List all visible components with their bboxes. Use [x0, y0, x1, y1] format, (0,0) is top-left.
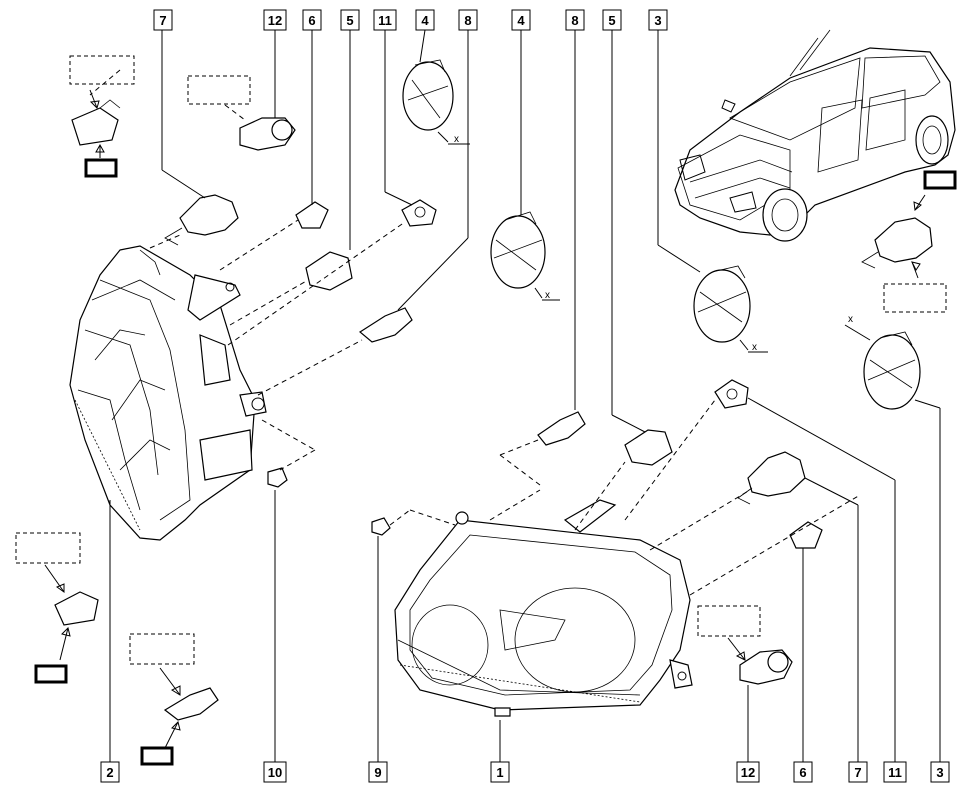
bulb-holder-12-bottom: [739, 649, 793, 685]
callout-box: 8: [565, 9, 585, 31]
right-headlight-assembly: [394, 499, 693, 717]
callout-box: 1: [490, 761, 510, 783]
callout-label: 3: [654, 13, 661, 28]
callout-box: 12: [736, 761, 760, 783]
left-headlight-assembly: [69, 245, 267, 541]
callout-box: 10: [263, 761, 287, 783]
callout-label: 6: [799, 765, 806, 780]
x-mark-3: x: [752, 342, 757, 353]
callout-label: 6: [308, 13, 315, 28]
callout-box: 6: [302, 9, 322, 31]
bulb-5-left: [305, 251, 353, 291]
callout-box: 4: [415, 9, 435, 31]
bulb-8-right: [537, 411, 586, 446]
bulb-8-left: [358, 307, 413, 343]
callout-label: 1: [496, 765, 503, 780]
screw-10: [267, 467, 288, 488]
thick-label-boxes: [34, 158, 957, 766]
callout-label: 2: [106, 765, 113, 780]
callout-label: 8: [464, 13, 471, 28]
callout-box: 9: [368, 761, 388, 783]
cap-cover-4-middle: [490, 211, 546, 289]
callout-label: 3: [936, 765, 943, 780]
bulb-5-right: [624, 429, 673, 466]
callouts-bottom: 2 10 9 1 12 6 7 11 3: [100, 761, 950, 783]
callout-box: 7: [848, 761, 868, 783]
x-marks: x x x x: [437, 131, 871, 353]
h4-bulb-7-right-top: [861, 217, 933, 269]
small-bulb-6-left: [295, 201, 329, 229]
callout-label: 4: [517, 13, 525, 28]
callout-label: 5: [346, 13, 353, 28]
cap-cover-3: [693, 265, 751, 343]
x-mark-1: x: [454, 134, 459, 145]
dashed-box-top-middle: [187, 75, 251, 105]
callout-box: 6: [793, 761, 813, 783]
h4-bulb-7-right: [737, 451, 806, 505]
callout-label: 11: [378, 13, 392, 28]
callout-box: 7: [153, 9, 173, 31]
thick-box-bottom-left: [34, 664, 68, 684]
thick-box-bottom-middle: [140, 746, 174, 766]
car-illustration: [674, 29, 956, 242]
callout-box: 5: [602, 9, 622, 31]
callout-box: 3: [648, 9, 668, 31]
callouts-top: 7 12 6 5 11 4 8 4 8 5 3: [153, 9, 668, 31]
callout-label: 12: [268, 13, 282, 28]
thick-box-top-left: [84, 158, 118, 178]
leader-lines: [109, 29, 941, 762]
arrows: [44, 89, 926, 749]
callout-label: 8: [571, 13, 578, 28]
h4-bulb-7-left: [164, 194, 239, 246]
callout-label: 5: [608, 13, 615, 28]
socket-11-left: [401, 199, 437, 227]
callout-label: 9: [374, 765, 381, 780]
wedge-bulb-top-left: [71, 99, 121, 146]
callout-label: 12: [741, 765, 755, 780]
x-mark-4: x: [848, 314, 853, 325]
callout-box: 8: [458, 9, 478, 31]
callout-label: 10: [268, 765, 282, 780]
callout-box: 4: [511, 9, 531, 31]
dashed-box-top-left: [69, 55, 135, 85]
callout-label: 7: [159, 13, 166, 28]
callout-box: 5: [340, 9, 360, 31]
cap-cover-4-top: [402, 59, 454, 131]
dashed-box-right: [883, 283, 947, 313]
assembly-dashed-lines: [89, 69, 861, 596]
callout-box: 12: [263, 9, 287, 31]
bulb-holder-12-top: [239, 117, 296, 151]
callout-label: 7: [854, 765, 861, 780]
dashed-label-boxes: [15, 55, 947, 665]
cap-cover-3-right: [863, 331, 921, 410]
thick-box-right: [923, 170, 957, 190]
dashed-box-bottom-middle: [129, 633, 195, 665]
dashed-box-bottom-right: [697, 605, 761, 637]
callout-box: 11: [373, 9, 397, 31]
x-mark-2: x: [545, 290, 550, 301]
small-bulb-6-right: [789, 521, 823, 549]
callout-label: 11: [888, 765, 902, 780]
wedge-bulb-bottom-left: [54, 591, 99, 626]
callout-box: 3: [930, 761, 950, 783]
callout-label: 4: [421, 13, 429, 28]
bulb-bottom-left-2: [163, 687, 219, 721]
screw-9: [371, 517, 391, 536]
socket-11-right: [714, 379, 749, 409]
dashed-box-bottom-left: [15, 532, 81, 564]
callout-box: 11: [883, 761, 907, 783]
callout-box: 2: [100, 761, 120, 783]
